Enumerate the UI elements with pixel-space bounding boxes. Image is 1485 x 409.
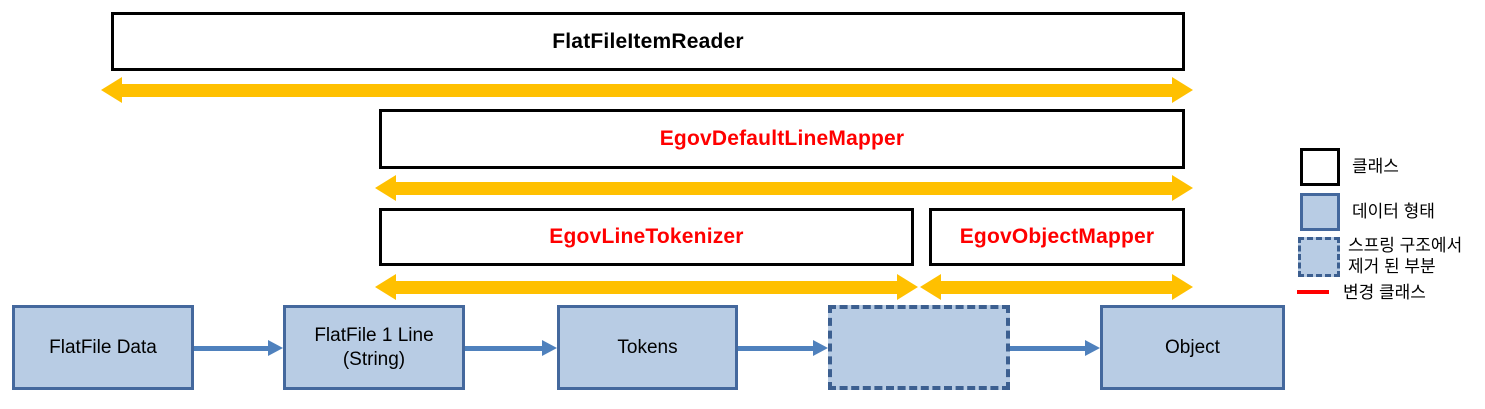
object-label: Object — [1165, 336, 1220, 358]
flow-arrow-2 — [465, 340, 557, 356]
legend-data-swatch — [1300, 193, 1340, 231]
flatfileitemreader-label: FlatFileItemReader — [552, 29, 744, 53]
tokens-label: Tokens — [617, 336, 678, 358]
object-box: Object — [1100, 305, 1285, 390]
legend-class-label: 클래스 — [1352, 157, 1399, 176]
arrowhead-left-icon — [375, 274, 396, 300]
egovlinetokenizer-span-arrow — [375, 274, 918, 300]
legend-changed-line — [1297, 290, 1329, 294]
legend-class-swatch — [1300, 148, 1340, 186]
egovdefaultlinemapper-span-arrow — [375, 175, 1193, 201]
flow-arrow-1 — [194, 340, 283, 356]
arrow-bar — [941, 280, 1172, 294]
arrowhead-right-icon — [1172, 175, 1193, 201]
arrow-bar — [122, 83, 1172, 97]
arrowhead-right-icon — [1172, 77, 1193, 103]
legend-removed-swatch — [1298, 237, 1340, 277]
arrow-bar — [465, 345, 542, 351]
arrowhead-left-icon — [375, 175, 396, 201]
legend-changed-label: 변경 클래스 — [1343, 283, 1426, 302]
legend-data-label: 데이터 형태 — [1352, 202, 1435, 221]
flatfile-1-line-label: FlatFile 1 Line (String) — [314, 324, 434, 370]
egovobjectmapper-box: EgovObjectMapper — [929, 208, 1185, 266]
egovlinetokenizer-box: EgovLineTokenizer — [379, 208, 914, 266]
flow-arrow-3 — [738, 340, 828, 356]
flatfileitemreader-span-arrow — [101, 77, 1193, 103]
egovobjectmapper-span-arrow — [920, 274, 1193, 300]
arrowhead-right-icon — [542, 340, 557, 356]
arrowhead-right-icon — [1085, 340, 1100, 356]
arrow-bar — [396, 280, 897, 294]
arrow-bar — [738, 345, 813, 351]
arrowhead-left-icon — [101, 77, 122, 103]
removed-spring-part-box — [828, 305, 1010, 390]
egovlinetokenizer-label: EgovLineTokenizer — [549, 225, 744, 248]
arrowhead-right-icon — [268, 340, 283, 356]
flow-arrow-4 — [1010, 340, 1100, 356]
egovdefaultlinemapper-box: EgovDefaultLineMapper — [379, 109, 1185, 169]
egovobjectmapper-label: EgovObjectMapper — [959, 225, 1155, 248]
arrowhead-right-icon — [1172, 274, 1193, 300]
flatfile-1-line-box: FlatFile 1 Line (String) — [283, 305, 465, 390]
legend-removed-label: 스프링 구조에서 제거 된 부분 — [1348, 236, 1463, 276]
arrow-bar — [396, 181, 1172, 195]
egovdefaultlinemapper-label: EgovDefaultLineMapper — [659, 127, 905, 150]
flatfile-data-label: FlatFile Data — [49, 336, 157, 358]
arrowhead-right-icon — [813, 340, 828, 356]
tokens-box: Tokens — [557, 305, 738, 390]
arrowhead-right-icon — [897, 274, 918, 300]
arrow-bar — [1010, 345, 1085, 351]
arrow-bar — [194, 345, 268, 351]
arrowhead-left-icon — [920, 274, 941, 300]
flatfileitemreader-box: FlatFileItemReader — [111, 12, 1185, 71]
flatfile-data-box: FlatFile Data — [12, 305, 194, 390]
